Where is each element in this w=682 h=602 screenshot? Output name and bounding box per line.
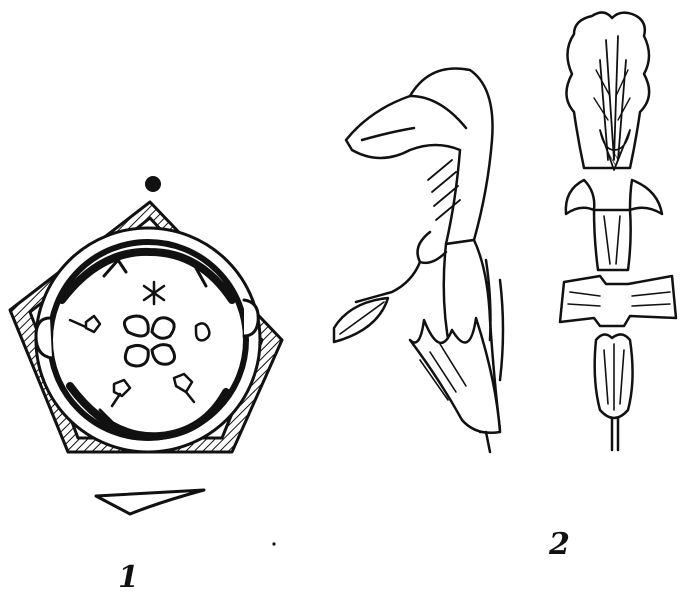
flower-front-view (560, 12, 676, 450)
axis-dot (145, 176, 161, 192)
lateral-lobe-left (566, 180, 594, 214)
petal-lobe-right (244, 300, 258, 336)
lower-lip-front (560, 276, 676, 326)
floral-diagram (10, 176, 282, 514)
print-speck (272, 542, 275, 545)
panel-label-1: 1 (118, 563, 139, 593)
corolla-outer-ring (36, 228, 260, 452)
stamen-upper-right (196, 323, 209, 340)
panel-label-2: 2 (549, 530, 570, 560)
bract (96, 490, 204, 514)
flower-side-view (334, 68, 503, 452)
upper-lip-hood (346, 68, 493, 244)
style (356, 262, 420, 302)
lateral-lobe-right (630, 180, 662, 214)
upper-lip-front (566, 12, 649, 168)
